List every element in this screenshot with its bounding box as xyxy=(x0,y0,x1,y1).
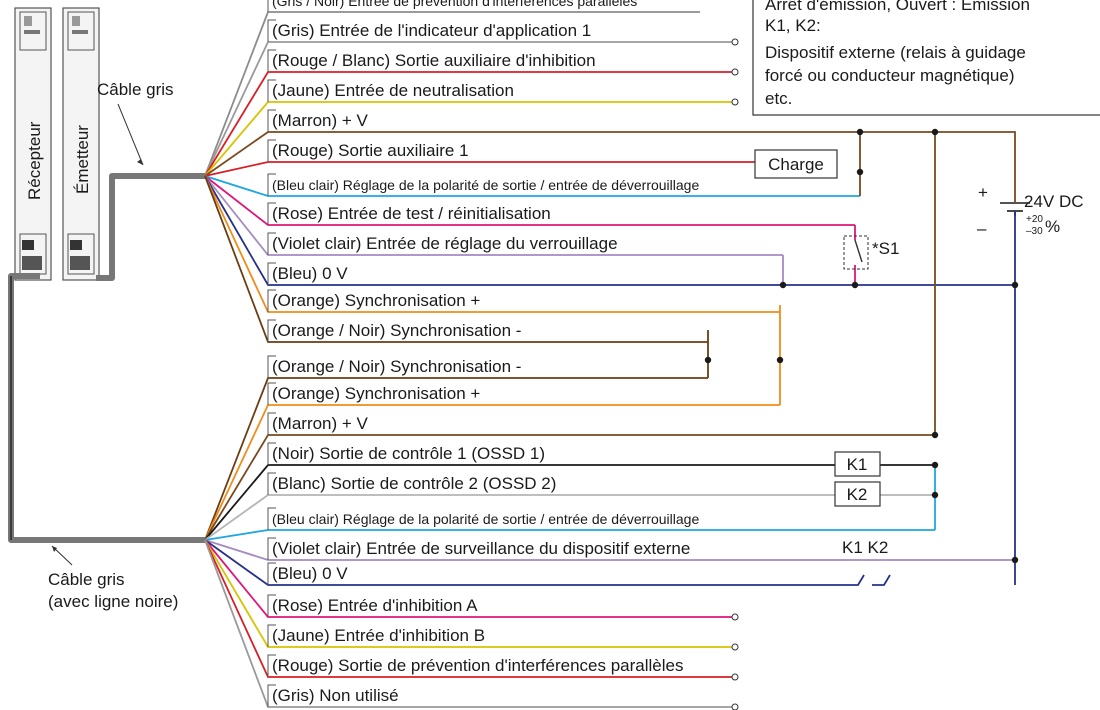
emitter-wire-group: (Gris / Noir) Entrée de prévention d'int… xyxy=(204,0,1015,343)
receiver-label: Récepteur xyxy=(25,121,44,200)
receiver-unit: Récepteur xyxy=(14,7,52,281)
receiver-wire-group: (Orange / Noir) Synchronisation - (Orange… xyxy=(204,355,1015,708)
power-tol-plus: +20 xyxy=(1026,214,1043,225)
junctions xyxy=(704,128,1019,564)
k1-label: K1 xyxy=(847,455,868,474)
note-box: Arrêt d'émission, Ouvert : Émission K1, … xyxy=(752,0,1100,116)
power-minus: – xyxy=(977,219,987,238)
cable-label-top: Câble gris xyxy=(97,80,174,99)
charge-label: Charge xyxy=(768,155,824,174)
wire-label: (Orange) Synchronisation + xyxy=(272,384,480,403)
switch-label: *S1 xyxy=(872,239,899,258)
wire-label: (Orange) Synchronisation + xyxy=(272,291,480,310)
wire-label: (Marron) + V xyxy=(272,414,369,433)
wire-label: (Noir) Sortie de contrôle 1 (OSSD 1) xyxy=(272,444,545,463)
cable-label-bottom-1: Câble gris xyxy=(48,570,125,589)
wire-label: (Orange / Noir) Synchronisation - xyxy=(272,357,521,376)
note-line-4: forcé ou conducteur magnétique) xyxy=(765,66,1015,85)
cable-label-bottom-2: (avec ligne noire) xyxy=(48,592,178,611)
wire-label: (Gris) Entrée de l'indicateur d'applicat… xyxy=(272,21,591,40)
switch-s1 xyxy=(843,235,869,270)
power-supply: + – 24V DC +20 –30 % xyxy=(977,183,1084,238)
note-line-5: etc. xyxy=(765,89,792,108)
wire-label: (Bleu clair) Réglage de la polarité de s… xyxy=(272,177,699,193)
k2-box xyxy=(834,481,881,507)
wire-label: (Rouge) Sortie auxiliaire 1 xyxy=(272,141,469,160)
emitter-unit: Émetteur xyxy=(62,7,100,281)
wire-label: (Rouge) Sortie de prévention d'interfére… xyxy=(272,656,683,675)
wire-label: (Orange / Noir) Synchronisation - xyxy=(272,321,521,340)
power-tol-minus: –30 xyxy=(1026,226,1043,237)
wire-label: (Marron) + V xyxy=(272,111,369,130)
wire-label: (Rose) Entrée d'inhibition A xyxy=(272,596,478,615)
wire-label: (Rose) Entrée de test / réinitialisation xyxy=(272,204,551,223)
wire-label: (Bleu clair) Réglage de la polarité de s… xyxy=(272,511,699,527)
wire-label: (Jaune) Entrée d'inhibition B xyxy=(272,626,485,645)
wire-label: (Bleu) 0 V xyxy=(272,564,348,583)
charge-box xyxy=(754,149,838,179)
k2-label: K2 xyxy=(847,485,868,504)
wire xyxy=(204,161,755,177)
wire-label: (Gris) Non utilisé xyxy=(272,686,399,705)
contacts-label: K1 K2 xyxy=(842,538,888,557)
receiver-cable xyxy=(8,273,205,543)
power-percent: % xyxy=(1045,217,1060,236)
wire xyxy=(204,175,708,343)
wire-label: (Jaune) Entrée de neutralisation xyxy=(272,81,514,100)
note-line-1: Arrêt d'émission, Ouvert : Émission xyxy=(765,0,1030,14)
power-plus: + xyxy=(978,183,988,202)
note-line-2: K1, K2: xyxy=(765,16,821,35)
circuit xyxy=(707,131,1016,586)
wire-label: (Bleu) 0 V xyxy=(272,264,348,283)
note-line-3: Dispositif externe (relais à guidage xyxy=(765,43,1026,62)
wire-label: (Blanc) Sortie de contrôle 2 (OSSD 2) xyxy=(272,474,556,493)
k1-box xyxy=(834,451,881,477)
wire-label: (Violet clair) Entrée de réglage du verr… xyxy=(272,234,618,253)
wire-label: (Rouge / Blanc) Sortie auxiliaire d'inhi… xyxy=(272,51,596,70)
power-voltage: 24V DC xyxy=(1024,192,1084,211)
wire-label: (Gris / Noir) Entrée de prévention d'int… xyxy=(272,0,637,9)
emitter-label: Émetteur xyxy=(73,125,92,194)
emitter-cable xyxy=(96,173,205,281)
terminals xyxy=(731,38,739,710)
wire-label: (Violet clair) Entrée de surveillance du… xyxy=(272,539,690,558)
